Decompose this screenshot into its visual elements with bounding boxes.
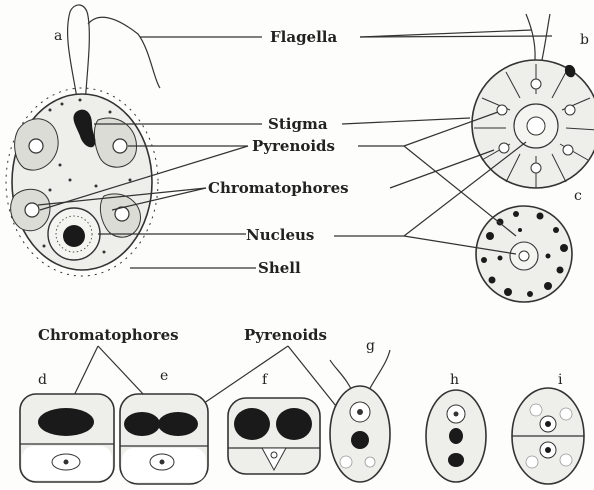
cell-a-pyrenoid-3: [25, 203, 39, 217]
cell-f-chromatophore-right: [276, 408, 312, 440]
label-shell: Shell: [258, 259, 301, 277]
cell-a-pyrenoid-1: [29, 139, 43, 153]
cell-c: c: [476, 188, 582, 302]
cell-b-pyrenoid-1: [497, 105, 507, 115]
cell-h-nucleus-2: [448, 453, 464, 467]
label-pyrenoids: Pyrenoids: [252, 137, 335, 155]
cell-c-nucleolus: [519, 251, 529, 261]
cell-d: d: [20, 372, 114, 482]
cell-e-chromatophore-right: [158, 412, 198, 436]
cell-g-nucleus: [351, 431, 369, 449]
cell-a-nucleolus: [63, 225, 85, 247]
cell-a-flagellum-right: [88, 17, 160, 88]
letter-b: b: [580, 32, 589, 48]
letter-d: d: [38, 372, 47, 388]
cell-g: g: [330, 338, 390, 482]
letter-i: i: [558, 372, 563, 388]
cell-b-pyrenoid-4: [563, 145, 573, 155]
letter-a: a: [54, 28, 62, 44]
label-stigma: Stigma: [268, 115, 328, 133]
cell-f-chromatophore-left: [234, 408, 270, 440]
cell-b-pyrenoid-5: [531, 79, 541, 89]
cell-e-chromatophore-left: [124, 412, 160, 436]
cell-d-chromatophore: [38, 408, 94, 436]
cell-a-pyrenoid-2: [113, 139, 127, 153]
cell-b-flagellum-left: [526, 14, 535, 60]
cell-a: a: [6, 5, 160, 276]
cell-b-pyrenoid-3: [499, 143, 509, 153]
label-nucleus: Nucleus: [246, 226, 314, 244]
cell-b-pyrenoid-2: [565, 105, 575, 115]
cell-i: i: [512, 372, 584, 484]
cell-e: e: [120, 368, 208, 484]
letter-h: h: [450, 372, 459, 388]
letter-g: g: [366, 338, 375, 354]
label-chromatophores: Chromatophores: [208, 179, 349, 197]
cell-f: f: [228, 372, 320, 474]
cell-b-nucleolus: [527, 117, 545, 135]
cell-b-pyrenoid-6: [531, 163, 541, 173]
label-chromatophores-bottom: Chromatophores: [38, 326, 179, 344]
letter-f: f: [262, 372, 269, 388]
label-pyrenoids-bottom: Pyrenoids: [244, 326, 327, 344]
cell-b-flagellum-right: [542, 14, 550, 60]
cell-b: b: [472, 14, 594, 188]
letter-e: e: [160, 368, 168, 384]
cell-h-nucleus-1: [449, 428, 463, 444]
letter-c: c: [574, 188, 582, 204]
cell-h: h: [426, 372, 486, 482]
label-flagella: Flagella: [270, 28, 337, 46]
